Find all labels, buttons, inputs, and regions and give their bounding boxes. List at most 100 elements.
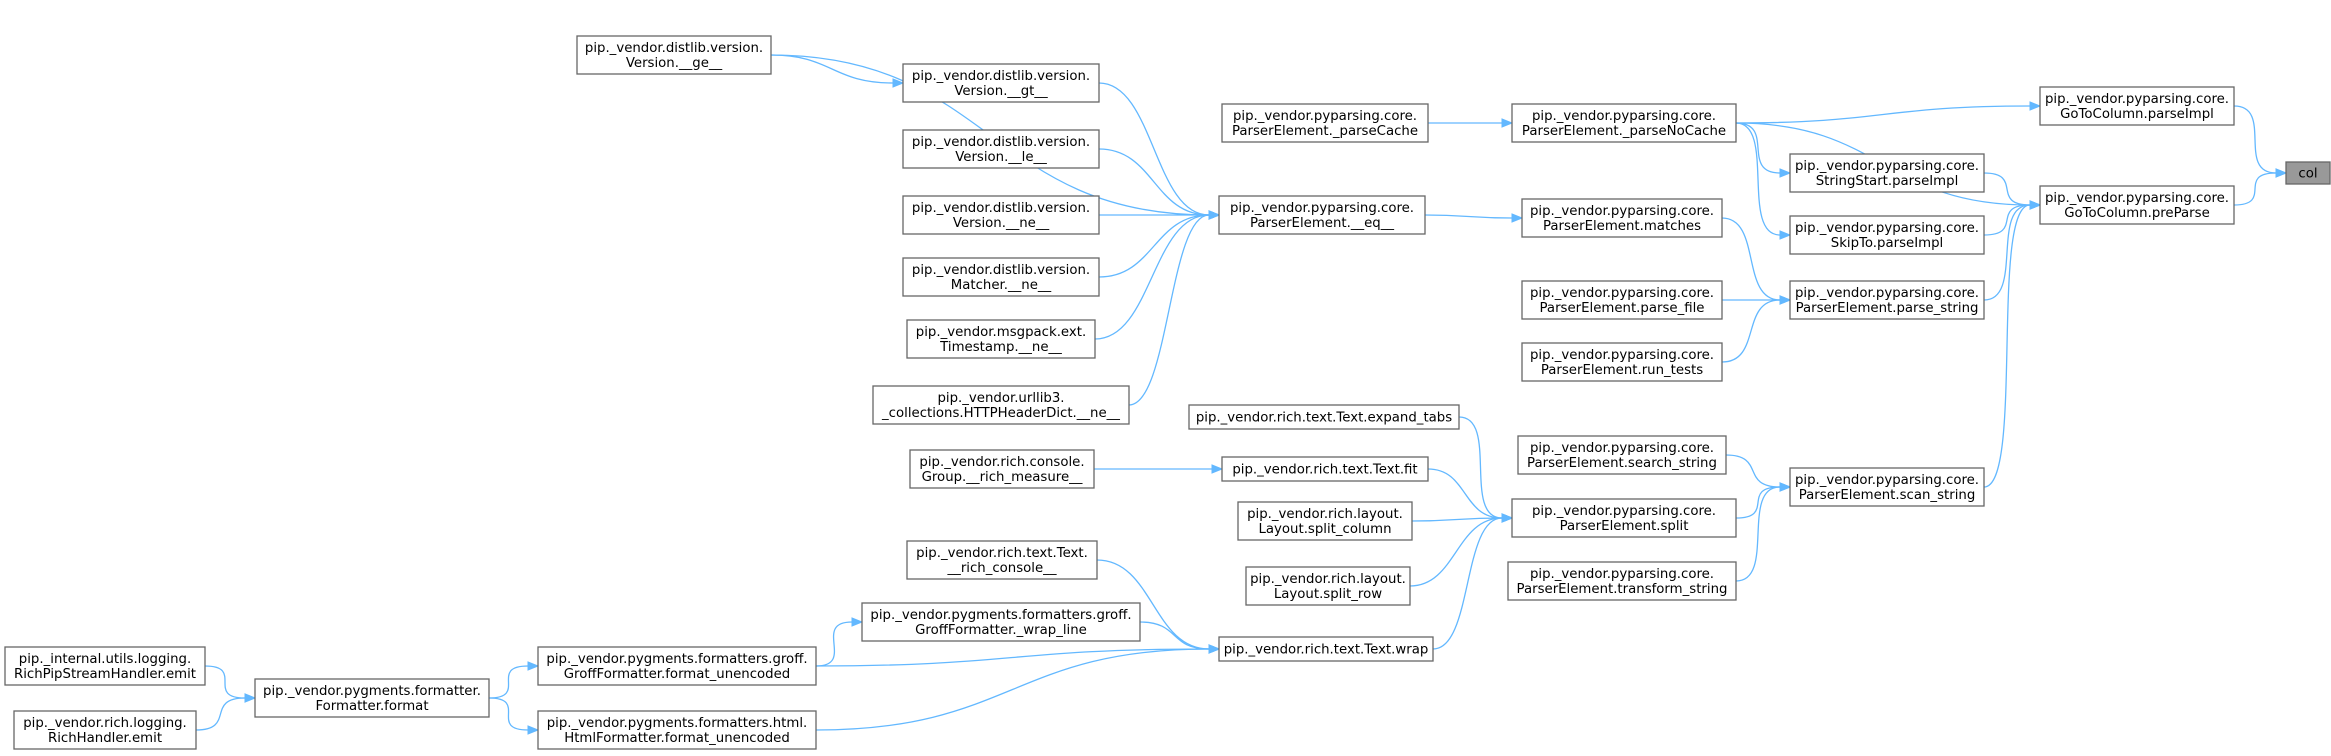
graph-node-pe-parse-string[interactable]: pip._vendor.pyparsing.core.ParserElement… [1789,280,1985,320]
graph-node-group-measure[interactable]: pip._vendor.rich.console.Group.__rich_me… [909,449,1095,489]
graph-node-skipto-parseImpl[interactable]: pip._vendor.pyparsing.core.SkipTo.parseI… [1789,215,1985,255]
edge-arrowhead [527,725,540,735]
graph-node-expand-tabs[interactable]: pip._vendor.rich.text.Text.expand_tabs [1188,404,1460,430]
edge-arrowhead [2029,101,2042,111]
graph-node-dm-ne[interactable]: pip._vendor.distlib.version.Matcher.__ne… [902,257,1100,297]
node-label: pip._vendor.pyparsing.core. [1795,286,1979,301]
node-box [906,319,1096,359]
node-label: pip._vendor.distlib.version. [912,263,1090,278]
node-box [1188,404,1460,430]
graph-node-pe-transform-string[interactable]: pip._vendor.pyparsing.core.ParserElement… [1507,561,1737,601]
edge-line [1735,122,1781,236]
graph-node-ts-ne[interactable]: pip._vendor.msgpack.ext.Timestamp.__ne__ [906,319,1096,359]
node-box [254,678,490,718]
graph-node-ss-parseImpl[interactable]: pip._vendor.pyparsing.core.StringStart.p… [1789,153,1985,193]
node-label: ParserElement.transform_string [1517,582,1728,597]
node-label: ParserElement.__eq__ [1250,216,1394,231]
graph-node-pe-matches[interactable]: pip._vendor.pyparsing.core.ParserElement… [1521,198,1723,238]
node-label: pip._vendor.pyparsing.core. [1530,348,1714,363]
edge-line [1411,517,1503,522]
graph-node-pe-scan-string[interactable]: pip._vendor.pyparsing.core.ParserElement… [1789,467,1985,507]
graph-node-text-fit[interactable]: pip._vendor.rich.text.Text.fit [1221,456,1429,482]
node-box [1521,342,1723,382]
node-label: StringStart.parseImpl [1816,174,1959,189]
node-label: RichPipStreamHandler.emit [14,667,196,682]
graph-node-split-column[interactable]: pip._vendor.rich.layout.Layout.split_col… [1237,501,1413,541]
graph-node-rich-pip-emit[interactable]: pip._internal.utils.logging.RichPipStrea… [4,646,206,686]
graph-node-gtc-parseImpl[interactable]: pip._vendor.pyparsing.core.GoToColumn.pa… [2039,86,2235,126]
edge-pe-eq-to-pe-matches [1424,213,1524,223]
graph-node-pe-parse-file[interactable]: pip._vendor.pyparsing.core.ParserElement… [1521,280,1723,320]
graph-node-dv-gt[interactable]: pip._vendor.distlib.version.Version.__gt… [902,63,1100,103]
edges-layer [195,54,2288,735]
graph-node-text-wrap[interactable]: pip._vendor.rich.text.Text.wrap [1218,636,1434,662]
graph-node-pe-parseCache[interactable]: pip._vendor.pyparsing.core.ParserElement… [1221,103,1429,143]
node-label: pip._vendor.rich.text.Text. [916,546,1088,561]
node-label: ParserElement.split [1560,519,1689,534]
graph-node-dv-ge[interactable]: pip._vendor.distlib.version.Version.__ge… [576,35,772,75]
edge-arrowhead [1501,513,1514,523]
graph-node-formatter-format[interactable]: pip._vendor.pygments.formatter.Formatter… [254,678,490,718]
edge-pe-scan-string-to-gtc-preParse [1983,200,2042,488]
edge-arrowhead [892,78,905,88]
node-box [1521,280,1723,320]
graph-node-pe-parseNoCache[interactable]: pip._vendor.pyparsing.core.ParserElement… [1511,103,1737,143]
node-label: pip._vendor.pyparsing.core. [1530,567,1714,582]
graph-node-dv-le[interactable]: pip._vendor.distlib.version.Version.__le… [902,129,1100,169]
node-label: ParserElement.search_string [1527,456,1717,471]
node-box [1237,501,1413,541]
edge-line [1725,454,1781,488]
graph-node-pe-run-tests[interactable]: pip._vendor.pyparsing.core.ParserElement… [1521,342,1723,382]
edge-line [1735,486,1781,519]
node-label: pip._vendor.msgpack.ext. [916,325,1086,340]
graph-node-dv-ne[interactable]: pip._vendor.distlib.version.Version.__ne… [902,195,1100,235]
graph-node-pe-eq[interactable]: pip._vendor.pyparsing.core.ParserElement… [1218,195,1426,235]
node-label: pip._vendor.rich.text.Text.expand_tabs [1196,411,1452,426]
node-box [902,195,1100,235]
graph-node-hhd-ne[interactable]: pip._vendor.urllib3._collections.HTTPHea… [872,385,1130,425]
node-box [872,385,1130,425]
node-label: SkipTo.parseImpl [1831,236,1943,251]
node-label: ParserElement.run_tests [1541,363,1703,378]
graph-node-gtc-preParse[interactable]: pip._vendor.pyparsing.core.GoToColumn.pr… [2039,185,2235,225]
graph-node-groff-wrap-line[interactable]: pip._vendor.pygments.formatters.groff.Gr… [861,602,1141,642]
node-box [1789,467,1985,507]
node-label: GroffFormatter._wrap_line [915,623,1087,638]
edge-line [1983,204,2031,488]
edge-arrowhead [2275,168,2288,178]
node-label: pip._vendor.pyparsing.core. [1530,204,1714,219]
edge-expand-tabs-to-pe-split [1458,416,1514,523]
node-label: pip._vendor.rich.layout. [1250,572,1406,587]
node-box [1511,103,1737,143]
node-label: GroffFormatter.format_unencoded [564,667,790,682]
node-label: pip._vendor.rich.layout. [1247,507,1403,522]
node-label: Version.__ge__ [626,56,723,71]
node-box [1221,456,1429,482]
graph-node-groff-format-unencoded[interactable]: pip._vendor.pygments.formatters.groff.Gr… [537,646,817,686]
edge-line [1721,299,1781,363]
graph-node-pe-split[interactable]: pip._vendor.pyparsing.core.ParserElement… [1511,498,1737,538]
graph-node-col[interactable]: col [2285,161,2331,185]
node-label: pip._vendor.distlib.version. [585,41,763,56]
edge-hhd-ne-to-pe-eq [1128,210,1221,406]
graph-node-html-format-unencoded[interactable]: pip._vendor.pygments.formatters.html.Htm… [537,710,817,750]
node-label: GoToColumn.preParse [2064,206,2210,221]
edge-arrowhead [1779,168,1792,178]
node-box [537,646,817,686]
node-label: GoToColumn.parseImpl [2060,107,2214,122]
node-label: pip._vendor.pyparsing.core. [1233,109,1417,124]
node-box [1218,636,1434,662]
graph-node-text-rich-console[interactable]: pip._vendor.rich.text.Text.__rich_consol… [906,540,1098,580]
edge-groff-format-unencoded-to-text-wrap [815,644,1221,667]
graph-node-split-row[interactable]: pip._vendor.rich.layout.Layout.split_row [1245,566,1411,606]
edge-line [1409,517,1503,587]
graph-node-rich-handler-emit[interactable]: pip._vendor.rich.logging.RichHandler.emi… [13,710,197,750]
edge-line [770,54,894,84]
node-box [13,710,197,750]
node-label: pip._vendor.pyparsing.core. [1530,441,1714,456]
node-box [537,710,817,750]
edge-pe-run-tests-to-pe-parse-string [1721,295,1792,363]
graph-node-pe-search-string[interactable]: pip._vendor.pyparsing.core.ParserElement… [1517,435,1727,475]
edge-line [1424,214,1513,219]
node-label: Matcher.__ne__ [951,278,1052,293]
